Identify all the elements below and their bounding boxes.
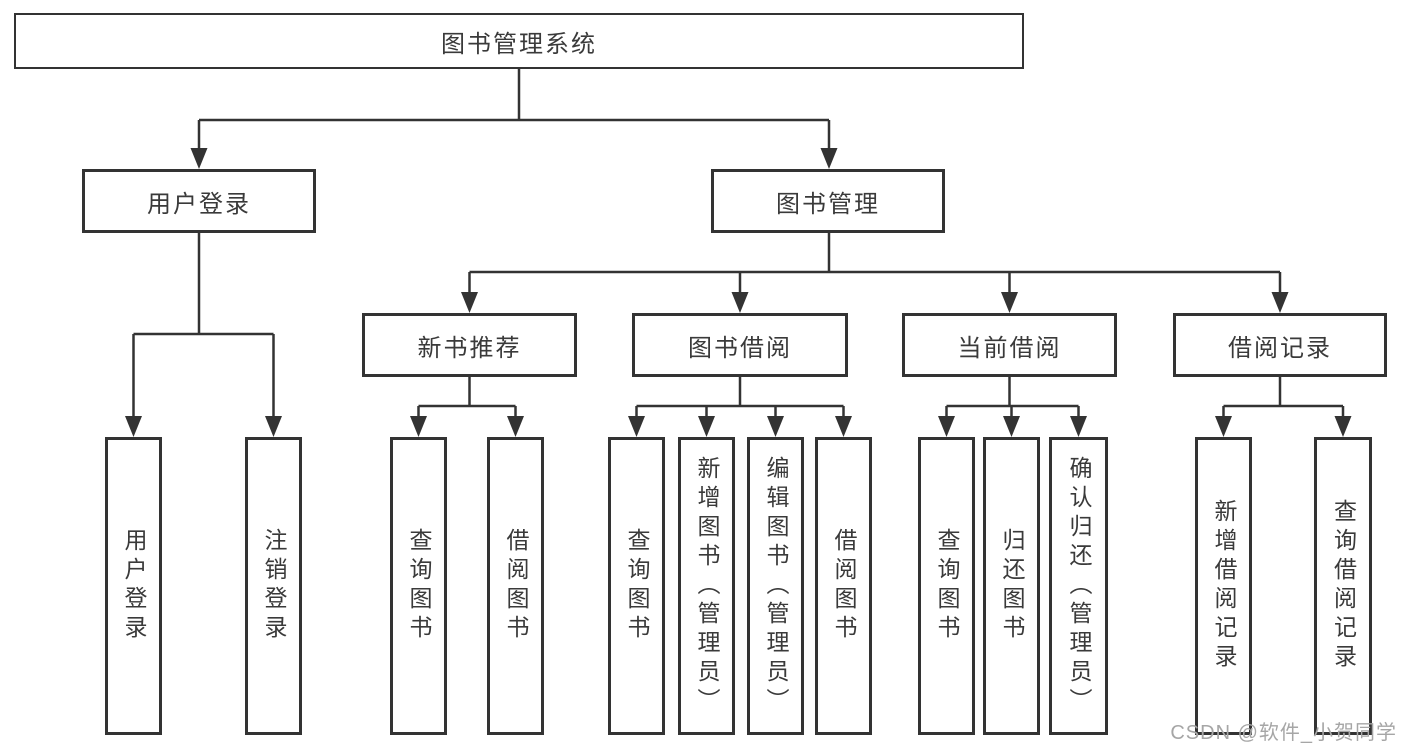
leaf-borrowing-query-books: 查询图书 [608,437,665,735]
leaf-return-books: 归还图书 [983,437,1040,735]
node-book-borrowing: 图书借阅 [632,313,848,377]
leaf-return-books-label: 归还图书 [999,528,1025,644]
node-book-management-branch-label: 图书管理 [776,190,880,218]
leaf-add-borrow-record-label: 新增借阅记录 [1211,499,1237,673]
leaf-confirm-return-admin: 确认归还（管理员） [1049,437,1108,735]
node-current-borrowing-label: 当前借阅 [957,334,1062,362]
leaf-current-query-books-label: 查询图书 [934,528,960,644]
leaf-borrowing-query-books-label: 查询图书 [624,528,650,644]
leaf-add-books-admin-label: 新增图书（管理员） [694,455,720,717]
leaf-logout: 注销登录 [245,437,302,735]
leaf-add-borrow-record: 新增借阅记录 [1195,437,1252,735]
leaf-logout-label: 注销登录 [261,528,287,644]
leaf-current-query-books: 查询图书 [918,437,975,735]
leaf-newbook-borrow-books: 借阅图书 [487,437,544,735]
node-new-book-recommend: 新书推荐 [362,313,577,377]
node-book-borrowing-label: 图书借阅 [688,334,792,362]
node-book-management-branch: 图书管理 [711,169,945,233]
leaf-newbook-query-books: 查询图书 [390,437,447,735]
arrowheads [125,148,1352,437]
node-root-system: 图书管理系统 [14,13,1024,69]
node-root-system-label: 图书管理系统 [441,30,597,58]
node-new-book-recommend-label: 新书推荐 [417,334,522,362]
leaf-borrow-books-label: 借阅图书 [831,528,857,644]
node-user-login-branch: 用户登录 [82,169,316,233]
node-borrowing-records-label: 借阅记录 [1228,334,1332,362]
leaf-newbook-borrow-books-label: 借阅图书 [503,528,529,644]
node-user-login-branch-label: 用户登录 [147,190,251,218]
node-borrowing-records: 借阅记录 [1173,313,1387,377]
csdn-watermark: CSDN @软件_小贺同学 [1170,722,1397,744]
leaf-query-borrow-record: 查询借阅记录 [1314,437,1372,735]
leaf-query-borrow-record-label: 查询借阅记录 [1330,499,1357,673]
leaf-edit-books-admin-label: 编辑图书（管理员） [763,455,789,717]
leaf-add-books-admin: 新增图书（管理员） [678,437,735,735]
leaf-edit-books-admin: 编辑图书（管理员） [747,437,804,735]
leaf-newbook-query-books-label: 查询图书 [406,528,432,644]
node-current-borrowing: 当前借阅 [902,313,1117,377]
leaf-user-login-label: 用户登录 [121,528,147,644]
connector-shafts [132,69,1345,420]
leaf-user-login: 用户登录 [105,437,162,735]
leaf-confirm-return-admin-label: 确认归还（管理员） [1066,455,1092,717]
leaf-borrow-books: 借阅图书 [815,437,872,735]
